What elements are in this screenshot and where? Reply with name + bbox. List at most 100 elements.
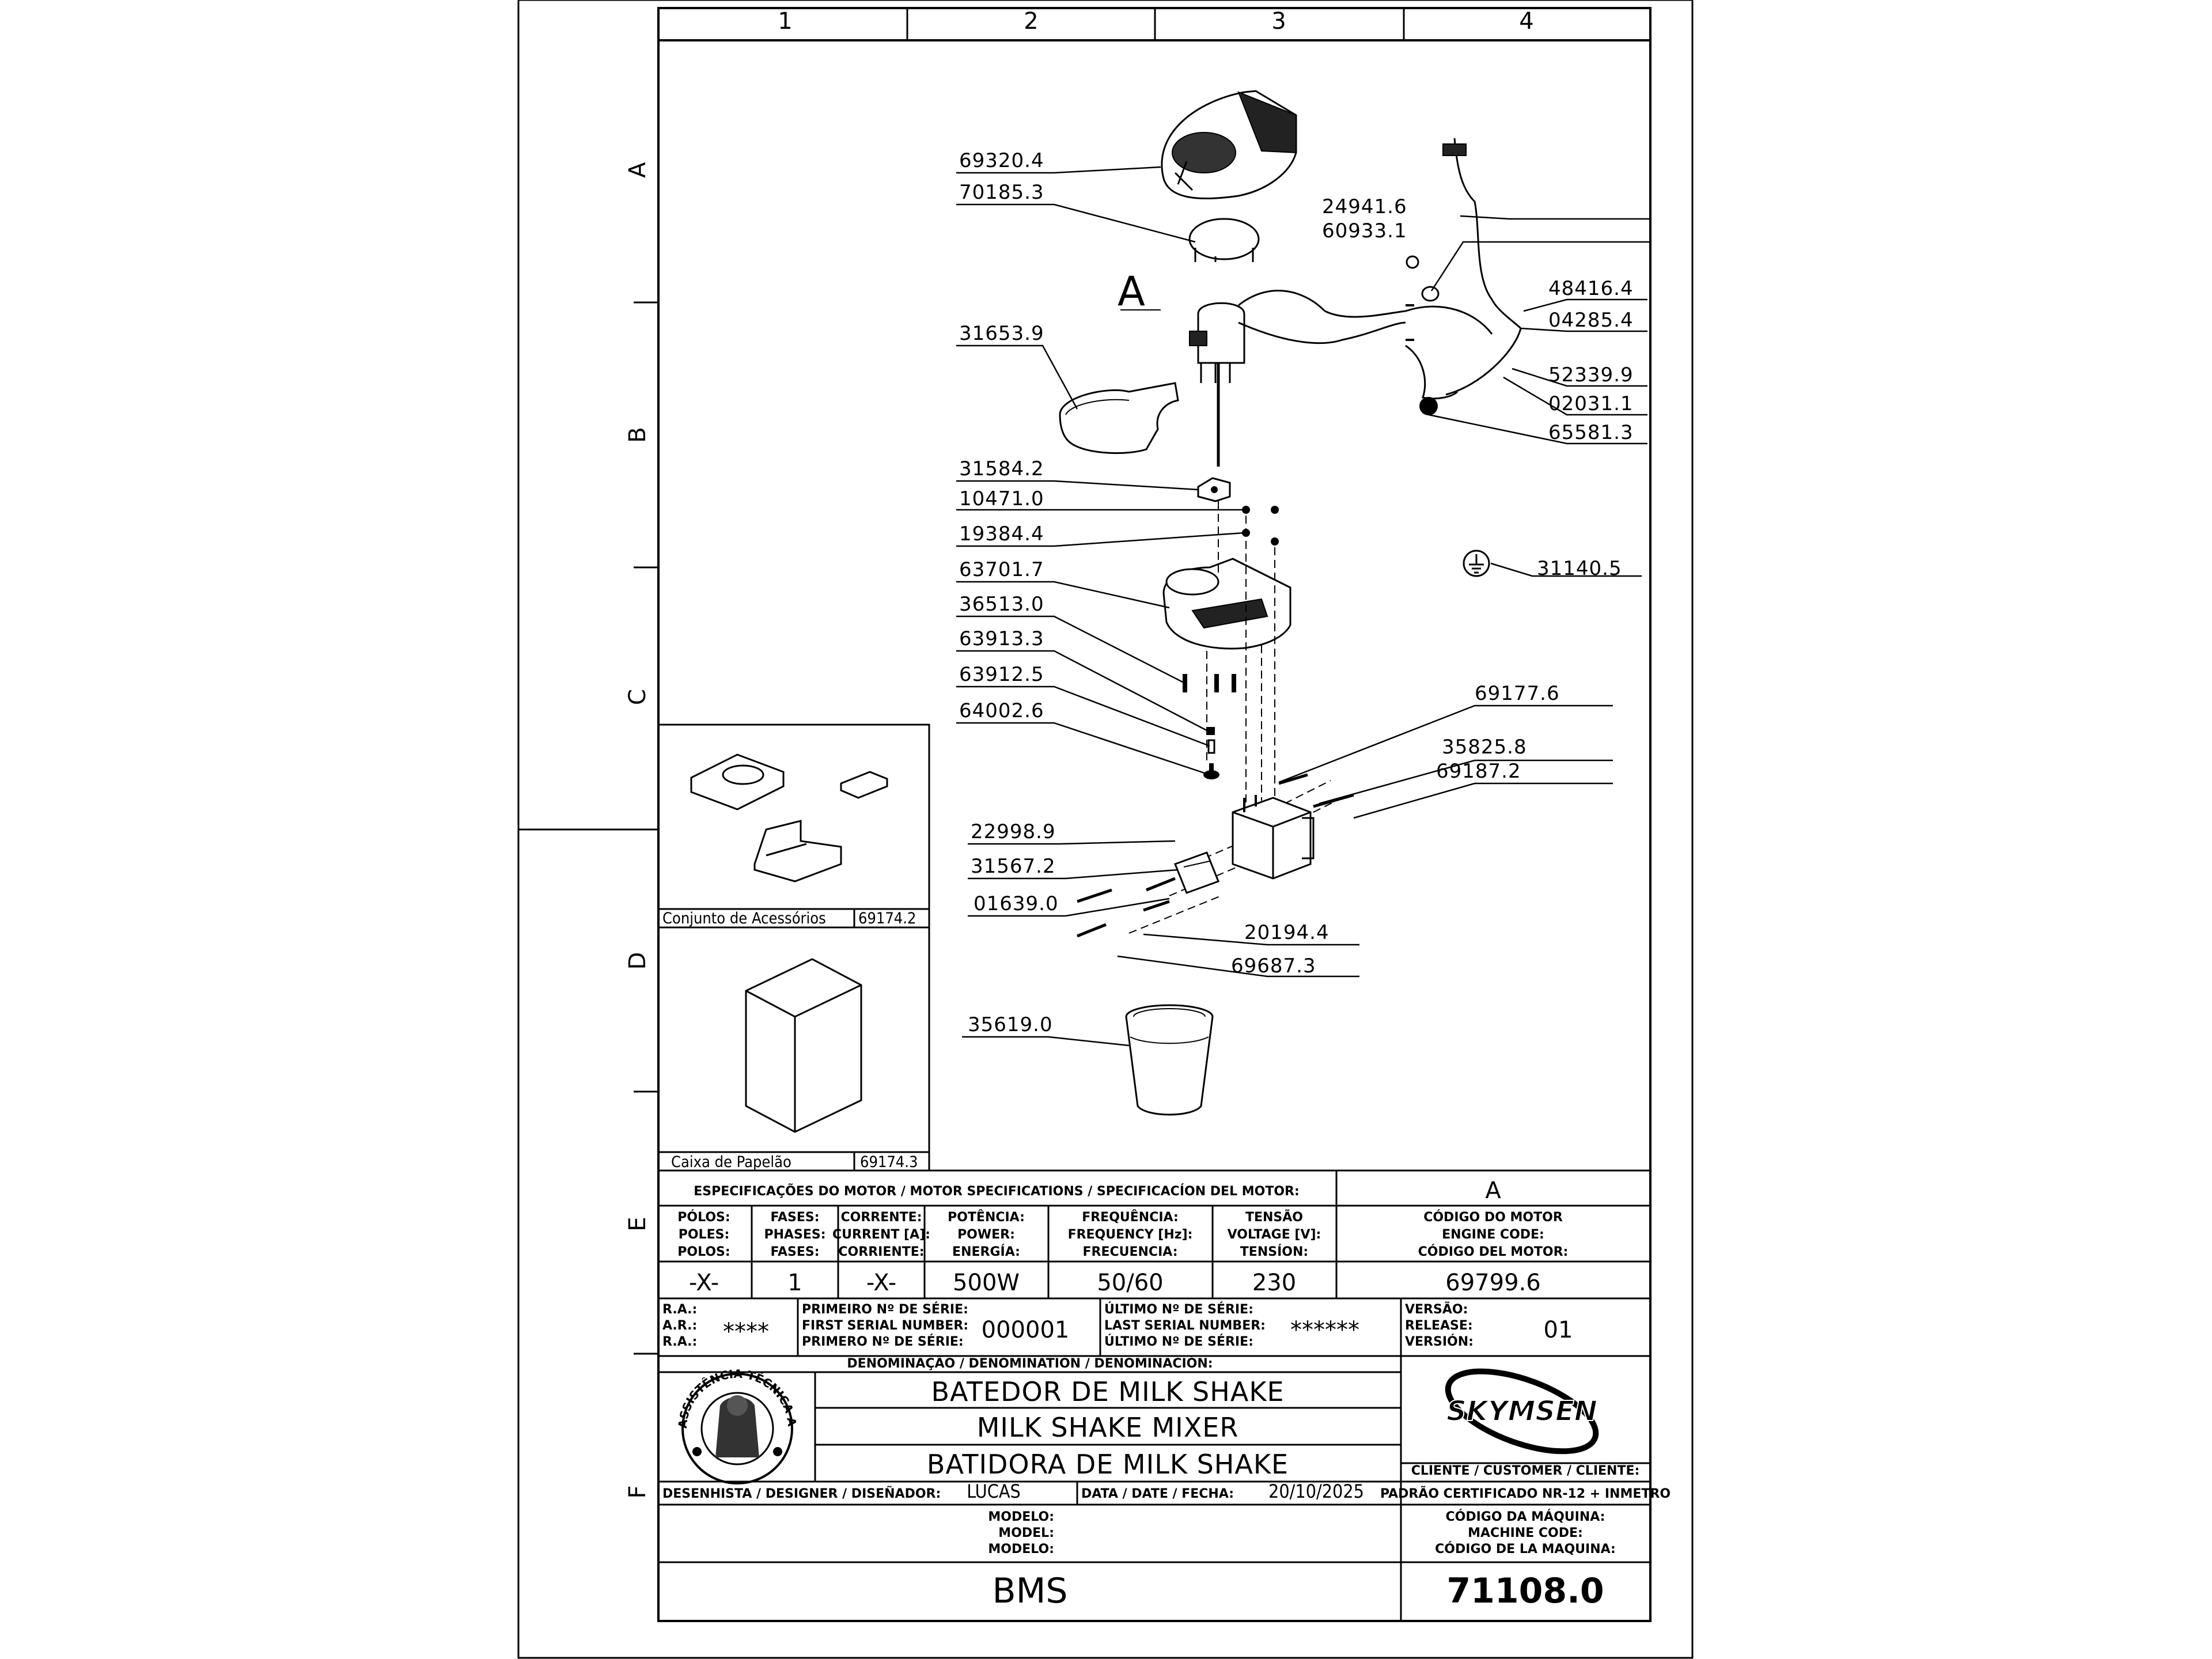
callout-label: 35619.0 [968, 1013, 1053, 1036]
grid-row-E: E [624, 1217, 651, 1231]
drawing-text: ÚLTIMO Nº DE SÉRIE: [1104, 1302, 1253, 1317]
designer-name: LUCAS [967, 1480, 1021, 1502]
drawing-text: CÓDIGO DA MÁQUINA: [1446, 1509, 1605, 1524]
model-value: BMS [992, 1571, 1067, 1611]
denomination-header: DENOMINAÇÃO / DENOMINATION / DENOMINACIÓ… [847, 1356, 1213, 1371]
callout-labels: 69320.4 70185.3 31653.9 31584.2 10471.0 … [959, 149, 1634, 1036]
callout-label: 31567.2 [971, 855, 1056, 878]
drawing-text: POTÊNCIA: [948, 1210, 1025, 1225]
drawing-text: FASES: [770, 1210, 819, 1225]
first-serial-value: 000001 [982, 1317, 1070, 1343]
drawing-text: ENERGÍA: [952, 1244, 1020, 1259]
callout-label: 02031.1 [1548, 392, 1634, 415]
drawing-text: POLES: [679, 1228, 730, 1242]
callout-label: 69187.2 [1436, 760, 1521, 783]
motor-part [1189, 290, 1406, 467]
frequency-value: 50/60 [1097, 1270, 1163, 1296]
name-es: BATIDORA DE MILK SHAKE [927, 1449, 1289, 1480]
grid-row-B: B [624, 427, 651, 442]
engine-code-value: 69799.6 [1445, 1270, 1540, 1296]
callout-label: 63912.5 [959, 663, 1044, 686]
switch-part [1174, 851, 1219, 894]
drawing-text: POLOS: [677, 1245, 730, 1259]
machine-code-value: 71108.0 [1446, 1571, 1604, 1611]
ground-symbol-icon [1463, 550, 1490, 577]
callout-label: 65581.3 [1548, 421, 1634, 444]
drawing-text: PHASES: [764, 1228, 825, 1242]
current-value: -X- [866, 1270, 896, 1296]
drawing-text: CÓDIGO DEL MOTOR: [1418, 1244, 1569, 1259]
motor-spec-header: ESPECIFICAÇÕES DO MOTOR / MOTOR SPECIFIC… [694, 1184, 1300, 1199]
grid-col-1: 1 [778, 8, 792, 35]
grid-col-3: 3 [1271, 8, 1286, 35]
drawing-text: VERSIÓN: [1405, 1334, 1474, 1349]
drawing-text: R.A.: [662, 1335, 697, 1349]
drawing-text: DATA / DATE / FECHA: [1081, 1487, 1234, 1501]
drawing-text: DESENHISTA / DESIGNER / DISEÑADOR: [662, 1486, 941, 1501]
drawing-text: CORRIENTE: [838, 1245, 924, 1259]
drawing-text: A.R.: [662, 1319, 697, 1333]
drawing-text: PRIMEIRO Nº DE SÉRIE: [802, 1302, 968, 1317]
callout-label: 63701.7 [959, 558, 1044, 581]
exploded-view: A [1059, 90, 1522, 1116]
voltage-value: 230 [1252, 1270, 1296, 1296]
callout-label: 24941.6 [1322, 195, 1407, 218]
power-value: 500W [953, 1270, 1020, 1296]
name-en: MILK SHAKE MIXER [977, 1412, 1239, 1443]
grid-col-4: 4 [1519, 8, 1533, 35]
callout-label: 31584.2 [959, 457, 1044, 480]
washers [1242, 506, 1279, 546]
bracket-part [1232, 795, 1315, 880]
drawing-date: 20/10/2025 [1268, 1480, 1364, 1502]
drawing-text: FIRST SERIAL NUMBER: [802, 1319, 968, 1333]
brand-name: SKYMSEN [1446, 1395, 1597, 1427]
drawing-text: FRECUENCIA: [1082, 1245, 1177, 1259]
name-pt: BATEDOR DE MILK SHAKE [931, 1376, 1284, 1407]
callout-label: 52339.9 [1548, 363, 1634, 387]
callout-label: 10471.0 [959, 487, 1044, 510]
box-code: 69174.3 [860, 1153, 918, 1171]
power-cable-part [1405, 138, 1522, 415]
drawing-text: TENSÍON: [1240, 1244, 1308, 1259]
title-block: DENOMINAÇÃO / DENOMINATION / DENOMINACIÓ… [0, 0, 1671, 1622]
drawing-text: ENGINE CODE: [1442, 1228, 1544, 1242]
detail-letter: A [1118, 268, 1145, 315]
drawing-text: CORRENTE: [840, 1210, 922, 1225]
revision-letter: A [1485, 1177, 1501, 1204]
client-value: PADRÃO CERTIFICADO NR-12 + INMETRO [1380, 1486, 1671, 1501]
client-label: CLIENTE / CUSTOMER / CLIENTE: [1411, 1464, 1640, 1478]
callout-label: 60933.1 [1322, 219, 1407, 243]
drawing-text: R.A.: [662, 1302, 697, 1317]
callout-label: 69177.6 [1475, 682, 1560, 705]
callout-label: 20194.4 [1244, 921, 1330, 944]
drawing-text: MODEL: [998, 1526, 1054, 1540]
callout-label: 69320.4 [959, 149, 1044, 172]
callout-label: 70185.3 [959, 181, 1044, 204]
callout-label: 36513.0 [959, 593, 1044, 616]
grid-row-A: A [624, 162, 651, 178]
drawing-text: CÓDIGO DO MOTOR [1423, 1210, 1563, 1225]
drawing-text: FREQUÊNCIA: [1082, 1210, 1179, 1225]
drawing-text: TENSÃO [1245, 1210, 1303, 1225]
base-plate-part [1059, 382, 1179, 454]
drawing-text: FREQUENCY [Hz]: [1068, 1228, 1193, 1242]
poles-value: -X- [689, 1270, 719, 1296]
drawing-text: PRIMERO Nº DE SÉRIE: [802, 1334, 964, 1349]
drawing-text: LAST SERIAL NUMBER: [1104, 1319, 1266, 1333]
callout-label: 69687.3 [1231, 955, 1316, 978]
callout-label: 31653.9 [959, 322, 1044, 345]
cup-part [1125, 1004, 1214, 1116]
last-serial-value: ****** [1290, 1317, 1359, 1343]
grid-col-2: 2 [1024, 8, 1038, 35]
callout-label: 04285.4 [1548, 309, 1634, 332]
drawing-text: POWER: [957, 1228, 1015, 1242]
head-cover-part [1161, 90, 1297, 200]
callout-label: 19384.4 [959, 522, 1044, 546]
long-screws [1077, 773, 1354, 938]
drawing-text: MACHINE CODE: [1468, 1526, 1583, 1540]
drawing-text: VERSÃO: [1405, 1302, 1468, 1317]
skymsen-logo: SKYMSEN [1445, 1368, 1599, 1455]
drawing-text: MODELO: [988, 1510, 1054, 1524]
grid-row-F: F [624, 1485, 651, 1498]
